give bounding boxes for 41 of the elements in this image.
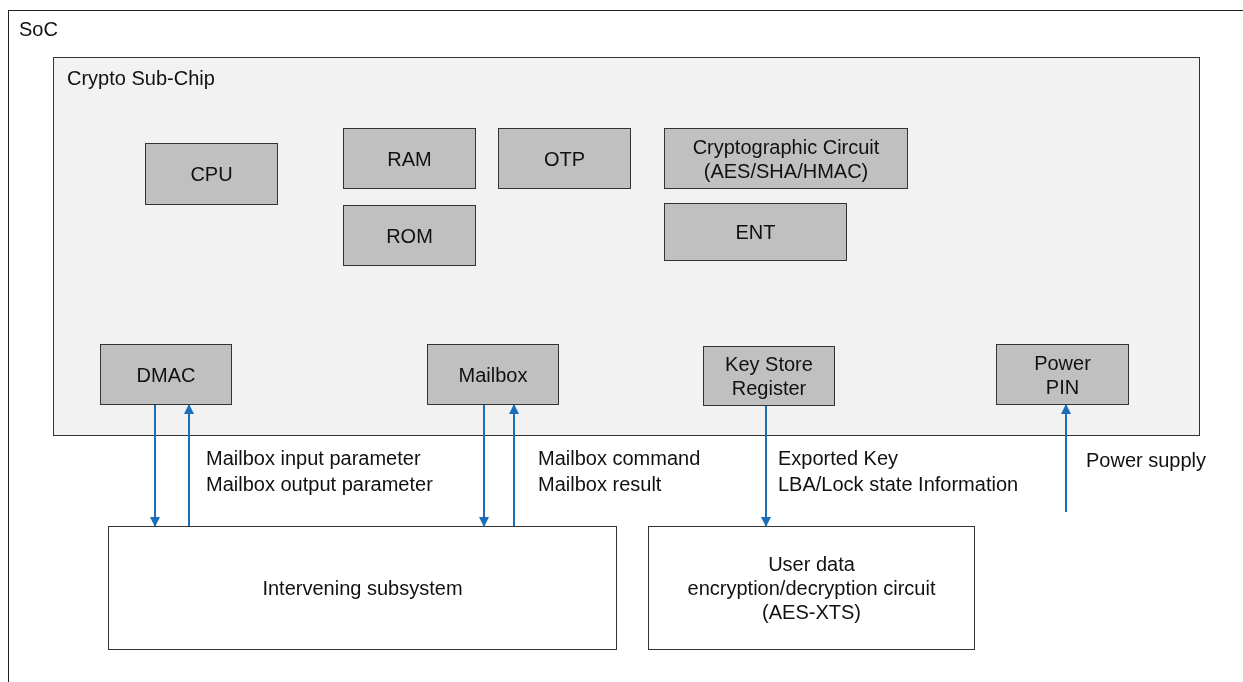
arrow xyxy=(150,404,160,527)
node-label: OTP xyxy=(543,146,586,171)
arrow xyxy=(509,404,519,527)
edge-label: Mailbox result xyxy=(538,472,662,496)
node-label: Power PIN xyxy=(1033,350,1092,399)
component-box xyxy=(498,128,631,189)
component-box xyxy=(648,526,975,650)
node-label: RAM xyxy=(387,146,432,171)
node-label: Intervening subsystem xyxy=(262,576,463,600)
edge-label: Exported Key xyxy=(778,446,899,470)
annotation-text: LBA/Lock state Information xyxy=(778,472,1019,496)
component-box xyxy=(996,344,1129,405)
component-box xyxy=(145,143,278,205)
component-box xyxy=(100,344,232,405)
component-box xyxy=(664,128,908,189)
node-label: User data encryption/decryption circuit (AES-XTS) xyxy=(686,552,937,624)
edge-label: Power supply xyxy=(1086,448,1207,472)
edge-label: Mailbox output parameter xyxy=(206,472,433,496)
edge-label: Mailbox input parameter xyxy=(206,446,421,470)
component-box xyxy=(664,203,847,261)
node-label: ENT xyxy=(735,220,776,244)
container-box xyxy=(8,10,1243,682)
arrow xyxy=(479,404,489,527)
node-label: DMAC xyxy=(136,362,196,387)
node-label: Key Store Register xyxy=(724,352,814,400)
node-label: Cryptographic Circuit (AES/SHA/HMAC) xyxy=(691,134,881,183)
component-box xyxy=(343,128,476,189)
node-label: Crypto Sub-Chip xyxy=(67,66,215,90)
component-box xyxy=(427,344,559,405)
node-label: CPU xyxy=(190,162,233,186)
arrow xyxy=(761,405,771,527)
edge-label: Mailbox command xyxy=(538,446,701,470)
component-box xyxy=(108,526,617,650)
node-label: SoC xyxy=(19,17,58,41)
component-box xyxy=(703,346,835,406)
node-label: ROM xyxy=(386,223,433,248)
arrow xyxy=(1061,404,1071,513)
arrow xyxy=(184,404,194,527)
container-box xyxy=(53,57,1200,436)
component-box xyxy=(343,205,476,266)
node-label: Mailbox xyxy=(458,362,528,387)
